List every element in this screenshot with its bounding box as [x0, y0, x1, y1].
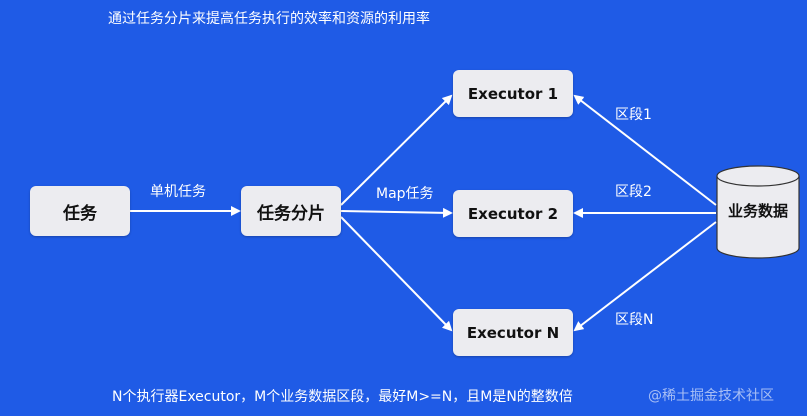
edge-label-segment-n: 区段N	[615, 312, 654, 328]
node-executor-n: Executor N	[453, 309, 573, 356]
node-task: 任务	[30, 186, 130, 236]
node-executor-2: Executor 2	[453, 190, 573, 237]
arrow-shard-to-executor2	[340, 207, 453, 218]
footer-note: N个执行器Executor，M个业务数据区段，最好M>=N，且M是N的整数倍	[112, 389, 573, 405]
arrow-shard-to-executorN	[340, 216, 453, 332]
edge-label-map-task: Map任务	[376, 186, 434, 202]
edge-label-segment-1: 区段1	[615, 107, 652, 123]
arrow-data-to-executorN	[573, 221, 717, 332]
arrow-shard-to-executor1	[340, 94, 453, 206]
edge-label-segment-2: 区段2	[615, 184, 652, 200]
watermark: @稀土掘金技术社区	[648, 388, 774, 404]
node-task-shard: 任务分片	[241, 186, 341, 236]
edge-label-single-machine: 单机任务	[150, 184, 206, 200]
arrow-data-to-executor1	[573, 94, 717, 206]
diagram-title: 通过任务分片来提高任务执行的效率和资源的利用率	[108, 11, 430, 27]
node-executor-1: Executor 1	[453, 70, 573, 117]
node-business-data: 业务数据	[727, 202, 788, 220]
database-cylinder-icon	[716, 165, 800, 259]
